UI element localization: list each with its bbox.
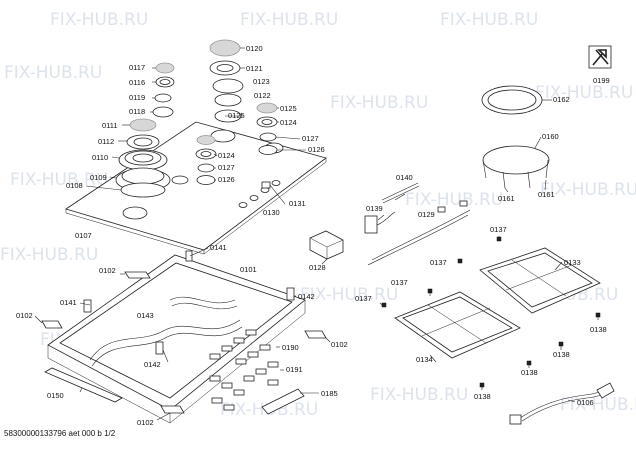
part-label: 0185 bbox=[321, 389, 338, 398]
part-label: 0127 bbox=[302, 134, 319, 143]
part-label: 0117 bbox=[129, 63, 145, 72]
part-label: 0123 bbox=[253, 77, 270, 86]
power-cable bbox=[509, 382, 615, 425]
part-label: 0134 bbox=[416, 355, 433, 364]
part-label: 0128 bbox=[309, 263, 326, 272]
part-label: 0119 bbox=[129, 93, 145, 102]
leader-lines bbox=[34, 47, 599, 421]
part-label: 0122 bbox=[254, 91, 271, 100]
watermark-text: FIX-HUB.RU bbox=[540, 180, 636, 200]
part-label: 0162 bbox=[553, 95, 570, 104]
watermark-text: FIX-HUB.RU bbox=[4, 63, 102, 83]
part-label: 0140 bbox=[396, 173, 413, 182]
part-label: 0102 bbox=[99, 266, 116, 275]
hob-top-plate bbox=[65, 121, 327, 255]
rating-label bbox=[261, 388, 305, 415]
part-label: 0161 bbox=[498, 194, 515, 203]
gas-valve-row bbox=[209, 329, 257, 360]
part-label: 0118 bbox=[129, 107, 145, 116]
part-label: 0150 bbox=[47, 391, 64, 400]
wok-support bbox=[481, 85, 550, 189]
mounting-clamps bbox=[41, 271, 327, 414]
wok-burner-assembly bbox=[115, 62, 175, 198]
part-label: 0101 bbox=[240, 265, 257, 274]
part-label: 0125 bbox=[280, 104, 297, 113]
part-label: 0141 bbox=[60, 298, 77, 307]
pan-supports bbox=[394, 247, 601, 359]
part-label: 0102 bbox=[331, 340, 348, 349]
part-labels: 0117 0116 0119 0118 0111 0112 0110 0109 … bbox=[16, 44, 610, 427]
part-label: 0110 bbox=[92, 153, 108, 162]
watermark-text: FIX-HUB.RU bbox=[370, 385, 468, 405]
seal-strip bbox=[44, 367, 123, 403]
part-label: 0137 bbox=[391, 278, 408, 287]
part-label: 0161 bbox=[538, 190, 555, 199]
part-label: 0127 bbox=[218, 163, 235, 172]
part-label: 0137 bbox=[355, 294, 372, 303]
part-label: 0112 bbox=[98, 137, 114, 146]
part-label: 0142 bbox=[298, 292, 315, 301]
part-label: 0124 bbox=[280, 118, 297, 127]
electrical-parts bbox=[309, 182, 471, 266]
part-label: 0160 bbox=[542, 132, 559, 141]
watermark-text: FIX-HUB.RU bbox=[300, 285, 398, 305]
part-label: 0138 bbox=[474, 392, 491, 401]
part-label: 0121 bbox=[246, 64, 263, 73]
screw-set bbox=[209, 344, 279, 411]
part-label: 0139 bbox=[366, 204, 383, 213]
part-label: 0138 bbox=[553, 350, 570, 359]
part-label: 0142 bbox=[144, 360, 161, 369]
watermark-text: FIX-HUB.RU bbox=[405, 190, 503, 210]
part-label: 0120 bbox=[246, 44, 263, 53]
watermark-text: FIX-HUB.RU bbox=[560, 395, 636, 415]
wrench-screwdriver-icon bbox=[588, 45, 612, 69]
part-label: 0143 bbox=[137, 311, 154, 320]
part-label: 0126 bbox=[308, 145, 325, 154]
part-label: 0138 bbox=[521, 368, 538, 377]
part-label: 0106 bbox=[577, 398, 594, 407]
part-label: 0108 bbox=[66, 181, 83, 190]
part-label: 0107 bbox=[75, 231, 92, 240]
part-label: 0111 bbox=[102, 121, 118, 130]
part-label: 0199 bbox=[593, 76, 610, 85]
watermark-text: FIX-HUB.RU bbox=[0, 245, 98, 265]
part-label: 0102 bbox=[137, 418, 154, 427]
watermark-text: FIX-HUB.RU bbox=[240, 10, 338, 30]
large-burner-assembly bbox=[209, 39, 244, 123]
watermark-text: FIX-HUB.RU bbox=[330, 93, 428, 113]
part-label: 0137 bbox=[430, 258, 447, 267]
part-label: 0130 bbox=[263, 208, 280, 217]
part-label: 0124 bbox=[218, 151, 235, 160]
part-label: 0125 bbox=[228, 111, 245, 120]
part-label: 0126 bbox=[218, 175, 235, 184]
part-label: 0102 bbox=[16, 311, 33, 320]
part-label: 0191 bbox=[286, 365, 303, 374]
watermark-text: FIX-HUB.RU bbox=[535, 83, 633, 103]
watermark-text: FIX-HUB.RU bbox=[10, 170, 108, 190]
document-footer: 58300000133796 aet 000 b 1/2 bbox=[4, 429, 116, 438]
part-label: 0109 bbox=[90, 173, 107, 182]
bottom-housing bbox=[47, 254, 306, 424]
housing-feet bbox=[83, 250, 295, 355]
part-label: 0116 bbox=[129, 78, 145, 87]
part-label: 0131 bbox=[289, 199, 306, 208]
part-label: 0133 bbox=[564, 258, 581, 267]
part-label: 0138 bbox=[590, 325, 607, 334]
part-label: 0137 bbox=[490, 225, 507, 234]
watermark-text: FIX-HUB.RU bbox=[50, 10, 148, 30]
watermark-text: FIX-HUB.RU bbox=[440, 10, 538, 30]
part-label: 0190 bbox=[282, 343, 299, 352]
part-label: 0129 bbox=[418, 210, 435, 219]
part-label: 0141 bbox=[210, 243, 227, 252]
